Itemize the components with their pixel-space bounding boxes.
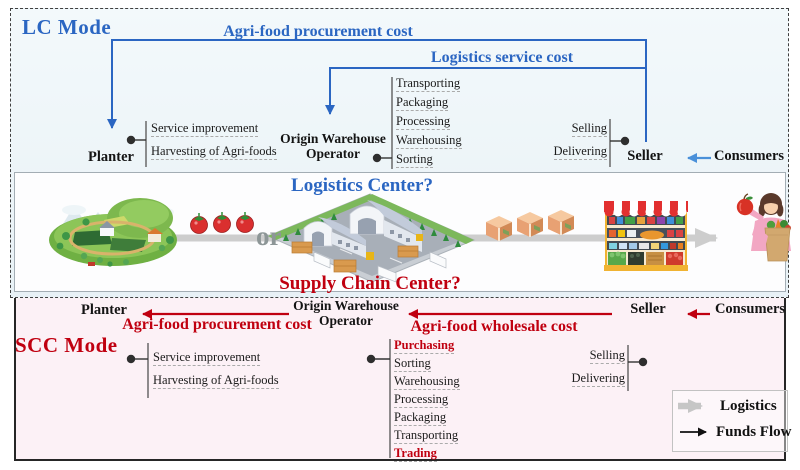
scc-seller-bracket — [627, 345, 648, 391]
lc-mode-title: LC Mode — [22, 15, 112, 39]
legend-funds-flow-label: Funds Flow — [716, 424, 792, 440]
tomatoes-icon — [190, 212, 254, 234]
list-item: Transporting — [396, 76, 461, 92]
scc-planter-service-list: Service improvement Harvesting of Agri-f… — [153, 351, 279, 397]
list-item: Harvesting of Agri-foods — [151, 144, 277, 160]
consumer-illustration — [736, 193, 791, 262]
list-item: Selling — [571, 121, 607, 137]
apple-icon — [736, 193, 754, 216]
lc-procurement-cost-label: Agri-food procurement cost — [223, 23, 413, 40]
legend-logistics-label: Logistics — [720, 398, 777, 414]
list-item: Sorting — [394, 356, 431, 372]
shelf-rows — [607, 215, 685, 250]
lc-procurement-arrow — [107, 39, 647, 142]
lc-consumers-label: Consumers — [713, 148, 785, 164]
grocery-bag-icon — [764, 219, 791, 262]
bracket-connectors — [126, 77, 648, 458]
scc-procurement-cost-label: Agri-food procurement cost — [122, 316, 312, 333]
lc-logistics-cost-label: Logistics service cost — [430, 49, 574, 66]
scc-seller-service-list: Selling Delivering — [520, 349, 625, 395]
produce-bins — [608, 251, 683, 265]
list-item: Warehousing — [396, 133, 462, 149]
lc-seller-label: Seller — [627, 148, 663, 164]
list-item: Processing — [394, 392, 449, 408]
lc-seller-service-list: Selling Delivering — [500, 122, 607, 168]
farm-illustration — [49, 198, 177, 267]
list-item: Packaging — [394, 410, 447, 426]
lc-owo-service-list: Transporting Packaging Processing Wareho… — [396, 77, 462, 172]
awning-icon — [604, 201, 688, 217]
list-item: Delivering — [571, 371, 625, 387]
trucks — [313, 251, 447, 283]
lc-owo-bracket — [372, 77, 393, 169]
list-item: Warehousing — [394, 374, 460, 390]
list-item: Selling — [589, 348, 625, 364]
list-item: Transporting — [394, 428, 459, 444]
lc-logistics-cost-arrow — [325, 67, 646, 115]
list-item: Service improvement — [153, 350, 261, 366]
scc-planter-label: Planter — [81, 302, 127, 318]
list-item: Harvesting of Agri-foods — [153, 373, 279, 389]
list-item: Service improvement — [151, 121, 259, 137]
scc-consumers-label: Consumers — [714, 301, 786, 317]
scc-owo-bracket — [366, 339, 391, 458]
scc-seller-label: Seller — [630, 301, 666, 317]
farmhouse-icon — [99, 221, 115, 236]
scc-mode-section — [14, 298, 786, 461]
lc-planter-bracket — [126, 121, 147, 167]
scc-planter-bracket — [126, 343, 149, 398]
or-label: or — [256, 221, 282, 251]
scc-mode-title: SCC Mode — [15, 333, 118, 357]
list-item: Trading — [394, 446, 437, 462]
list-item: Delivering — [553, 144, 607, 160]
list-item: Sorting — [396, 152, 433, 168]
list-item: Purchasing — [394, 338, 455, 354]
barn-icon — [147, 228, 163, 242]
lc-planter-label: Planter — [88, 149, 134, 165]
list-item: Packaging — [396, 95, 449, 111]
cardboard-boxes-icon — [486, 210, 574, 241]
lc-seller-bracket — [609, 119, 630, 167]
warehouse-illustration — [266, 193, 476, 283]
lc-funds-flow-lines — [107, 39, 647, 142]
lc-planter-service-list: Service improvement Harvesting of Agri-f… — [151, 122, 277, 168]
scc-wholesale-cost-label: Agri-food wholesale cost — [410, 318, 578, 335]
scc-owo-service-list: Purchasing Sorting Warehousing Processin… — [394, 339, 460, 465]
scc-owo-label: Origin Warehouse Operator — [293, 298, 399, 328]
list-item: Processing — [396, 114, 451, 130]
supply-chain-center-question: Supply Chain Center? — [279, 273, 461, 294]
grocery-stand-illustration — [604, 201, 688, 271]
logistics-center-question: Logistics Center? — [291, 175, 433, 196]
lc-owo-label: Origin Warehouse Operator — [280, 131, 386, 161]
